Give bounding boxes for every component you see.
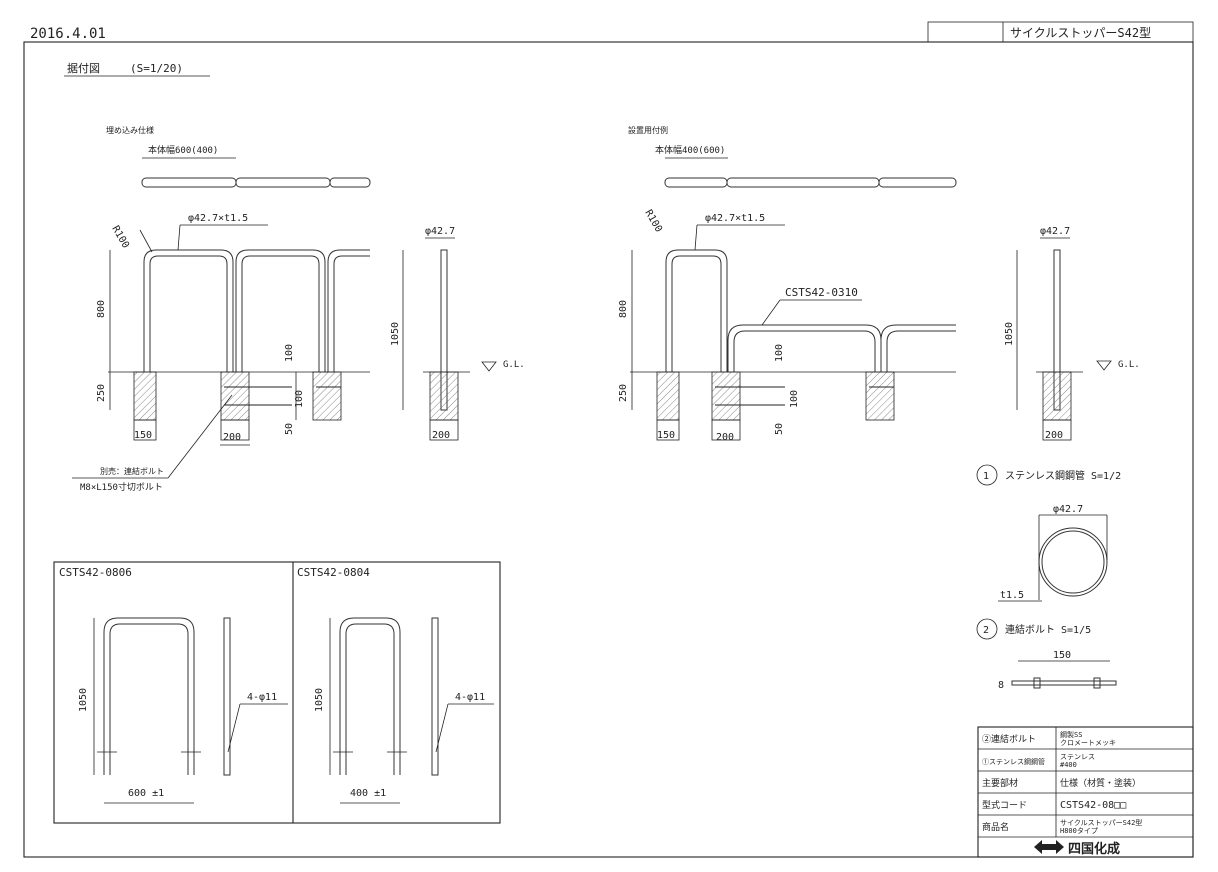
variant-box: [53, 561, 501, 824]
detail-bolt: 2 連結ボルト S=1/5 150 8: [976, 618, 1117, 691]
row-1-label: ②連結ボルト: [982, 733, 1036, 745]
variant-0806-width: 600 ±1: [128, 788, 164, 799]
variant-0804-height: 1050: [314, 688, 325, 712]
detail-2-dia: 8: [998, 680, 1004, 691]
detail-1-number: 1: [983, 471, 989, 482]
variant-0804: CSTS42-0804 1050 400 ±1 4-φ11: [297, 566, 494, 804]
width-200: 200: [223, 432, 241, 443]
radius-label-right: R100: [642, 208, 664, 234]
dim-50-right: 50: [774, 423, 785, 435]
depth-250: 250: [96, 384, 107, 402]
sheet-title: サイクルストッパーS42型: [1010, 26, 1151, 40]
variant-0804-code: CSTS42-0804: [297, 566, 370, 579]
side-width-200: 200: [432, 430, 450, 441]
dim-100-b: 100: [294, 390, 305, 408]
width-150: 150: [134, 430, 152, 441]
dim-100-a: 100: [284, 344, 295, 362]
section-scale: (S=1/20): [130, 62, 183, 75]
product-code-0310: CSTS42-0310: [785, 286, 858, 299]
date-label: 2016.4.01: [30, 26, 106, 42]
dim-100-b-right: 100: [789, 390, 800, 408]
detail-2-number: 2: [983, 625, 989, 636]
pipe-spec-label: φ42.7×t1.5: [188, 213, 248, 224]
surface-spec-label: 設置用付例: [628, 125, 668, 135]
side-dia: φ42.7: [425, 226, 455, 237]
row-4-value: CSTS42-08□□: [1060, 800, 1126, 811]
ground-level-right: G.L.: [1118, 360, 1140, 370]
detail-pipe-section: 1 ステンレス鋼鋼管 S=1/2 φ42.7 t1.5: [976, 464, 1121, 602]
variant-0806-holes: 4-φ11: [247, 692, 277, 703]
sheet-border: [23, 41, 1194, 858]
dim-100-a-right: 100: [774, 344, 785, 362]
title-box: [927, 21, 1194, 43]
embedded-install-view: 埋め込み仕様 本体幅600(400) R100 φ42.7×t1.5 800: [72, 125, 525, 493]
depth-250-right: 250: [618, 384, 629, 402]
embedded-spec-label: 埋め込み仕様: [106, 125, 154, 135]
width-label: 本体幅600(400): [148, 144, 218, 156]
detail-1-dia: φ42.7: [1053, 504, 1083, 515]
variant-0806-height: 1050: [78, 688, 89, 712]
pipe-spec-label-right: φ42.7×t1.5: [705, 213, 765, 224]
bolt-note-2: M8×L150寸切ボルト: [80, 481, 163, 493]
side-width-200-right: 200: [1045, 430, 1063, 441]
radius-label: R100: [109, 224, 131, 250]
side-height-1050: 1050: [390, 322, 401, 346]
width-150-right: 150: [657, 430, 675, 441]
variant-0806-code: CSTS42-0806: [59, 566, 132, 579]
ground-level: G.L.: [503, 360, 525, 370]
variant-0804-width: 400 ±1: [350, 788, 386, 799]
section-title: 据付図: [67, 61, 100, 75]
maker-name: 四国化成: [1068, 841, 1120, 857]
detail-2-length: 150: [1053, 650, 1071, 661]
side-dia-right: φ42.7: [1040, 226, 1070, 237]
height-800: 800: [96, 300, 107, 318]
variant-0806: CSTS42-0806 1050 600 ±1 4-φ11: [59, 566, 288, 804]
variant-0804-holes: 4-φ11: [455, 692, 485, 703]
row-5-label: 商品名: [982, 821, 1009, 833]
width-label-right: 本体幅400(600): [655, 144, 725, 156]
bolt-note-1: 別売：連結ボルト: [100, 466, 164, 476]
height-800-right: 800: [618, 300, 629, 318]
row-3-value: 仕様（材質・塗装）: [1060, 777, 1141, 789]
surface-install-view: 設置用付例 本体幅400(600) R100 φ42.7×t1.5 CSTS42…: [618, 125, 1140, 443]
row-4-label: 型式コード: [982, 799, 1027, 811]
width-200-right: 200: [716, 432, 734, 443]
side-height-1050-right: 1050: [1004, 322, 1015, 346]
detail-1-title: ステンレス鋼鋼管 S=1/2: [1005, 469, 1121, 482]
row-2-value: ステンレス#400: [1060, 753, 1095, 769]
row-2-label: ①ステンレス鋼鋼管: [982, 757, 1045, 766]
maker-logo-icon: [1034, 840, 1064, 854]
row-3-label: 主要部材: [982, 777, 1018, 789]
dim-50: 50: [284, 423, 295, 435]
detail-1-thickness: t1.5: [1000, 590, 1024, 601]
detail-2-title: 連結ボルト S=1/5: [1005, 623, 1091, 636]
